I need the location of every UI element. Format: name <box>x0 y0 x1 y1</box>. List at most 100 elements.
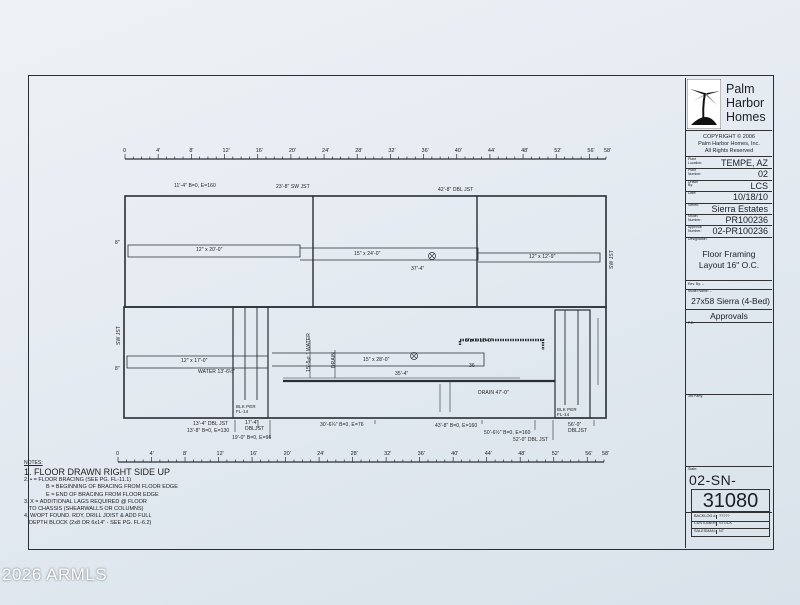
ruler-label: 12' <box>217 451 224 457</box>
note-item: 4. W/OPT FOUND. RDY, DRILL JOIST & ADD F… <box>24 513 152 520</box>
watermark: 2026 ARMLS <box>2 565 108 584</box>
ruler-label: 52' <box>554 148 561 154</box>
note-item: TO CHASSIS (SHEARWALLS OR COLUMNS) <box>29 506 144 513</box>
title-field: BACKLOG #????? <box>691 512 770 522</box>
title-field: Date:10/18/10 <box>686 191 772 204</box>
field-label: State: <box>688 467 698 471</box>
ruler-label: 48' <box>518 451 525 457</box>
field-value: Sierra Estates <box>711 203 768 214</box>
serial-number: 31080 <box>691 489 770 512</box>
note-item: 3. X = ADDITIONAL LAGS REQUIRED @ FLOOR <box>24 498 147 505</box>
dim-label: 52'-0" DBL JST <box>513 437 549 443</box>
field-value: PR100236 <box>725 215 768 225</box>
bottom-ruler <box>117 457 605 463</box>
field-label: CUSTOMER: <box>694 521 717 525</box>
dim-label: 36 <box>469 363 475 369</box>
title-field: CUSTOMER:STOCK <box>691 520 770 529</box>
model-name-field: Model Name: – 27x58 Sierra (4-Bed) <box>686 289 772 310</box>
palm-tree-logo-icon <box>687 79 721 129</box>
ruler-label: 58' <box>602 451 609 457</box>
beam-4 <box>126 355 269 369</box>
dim-label: 13'-4" DBL JST <box>193 421 229 427</box>
ruler-label: 8' <box>183 451 187 457</box>
serial-prefix: 02-SN- <box>689 472 737 488</box>
title-field: Drawn By:LCS <box>686 180 772 193</box>
field-value: 10/18/10 <box>732 192 768 203</box>
ruler-label: 32' <box>388 148 395 154</box>
model-name-value: 27x58 Sierra (4-Bed) <box>691 296 770 306</box>
ruler-label: 56' <box>585 451 592 457</box>
serial-field: State: 02-SN- 31080 <box>686 466 772 513</box>
field-value: NT <box>716 529 724 534</box>
ruler-label: 44' <box>488 148 495 154</box>
title-field: Approval Number: 02-PR100236 <box>686 225 772 238</box>
title-field: SALESMAN:NT <box>691 528 770 537</box>
dim-label: 37'-4" <box>411 266 425 272</box>
dim-label: 17'-4" DBLJST <box>245 420 265 432</box>
dim-label: 11'-4" B=0, E=160 <box>174 183 216 189</box>
beam-label: 12" x 17'-0" <box>181 358 208 364</box>
column-marker <box>410 352 418 360</box>
ruler-label: 44' <box>485 451 492 457</box>
field-label: Plant Location: <box>688 157 703 165</box>
field-label: Model Name: – <box>688 289 712 293</box>
ruler-label: 52' <box>552 451 559 457</box>
dim-label: 13'-8" B=0, E=130 <box>187 428 230 434</box>
ruler-label: 16' <box>250 451 257 457</box>
dim-label: 19'-0" B=0, E=96 <box>232 435 272 441</box>
duct-label: 6"ø X 12'-0" <box>465 338 493 344</box>
field-label: SALESMAN: <box>694 529 716 533</box>
floor-outline-bottom <box>123 306 607 419</box>
beam-5 <box>272 352 485 367</box>
beam-label: 12" x 20'-0" <box>196 247 223 253</box>
field-value: 02-PR100236 <box>712 226 768 237</box>
field-value: 02 <box>757 169 768 180</box>
company-name-line: Harbor <box>726 96 765 110</box>
field-label: BACKLOG # <box>694 514 716 518</box>
company-name-line: Palm <box>726 82 755 96</box>
stair-chase-right <box>554 309 591 419</box>
duct-run <box>458 338 545 350</box>
ruler-label: 24' <box>322 148 329 154</box>
title-field: Plant Number:02 <box>686 168 772 181</box>
ruler-label: 4' <box>150 451 154 457</box>
drain-label: DRAIN 47'-0" <box>478 390 509 396</box>
ruler-label: 24' <box>317 451 324 457</box>
field-value: LCS <box>750 180 768 191</box>
company-name: Palm Harbor Homes <box>726 82 766 124</box>
ruler-label: 20' <box>289 148 296 154</box>
block-note: BLK PER FL-14 <box>236 404 256 414</box>
note-item: 1. FLOOR DRAWN RIGHT SIDE UP <box>24 467 171 478</box>
block-note: BLK PER FL-14 <box>557 407 577 417</box>
copyright: COPYRIGHT © 2006 Palm Harbor Homes, Inc.… <box>686 130 772 157</box>
field-value: STOCK <box>716 521 732 526</box>
dim-label: 23'-8" SW JST <box>276 184 310 190</box>
dim-label: 30'-6¼" B=0, E=76 <box>320 422 364 428</box>
ruler-label: 36' <box>422 148 429 154</box>
ruler-label: 8' <box>189 148 193 154</box>
field-label: Approval Number: <box>688 225 702 233</box>
ruler-label: 58' <box>604 148 611 154</box>
ruler-label: 40' <box>455 148 462 154</box>
ruler-label: 40' <box>451 451 458 457</box>
drain-label: DRAIN <box>331 352 337 369</box>
field-label: Model Number: <box>688 214 702 222</box>
dim-label: 43'-8" B=0, E=160 <box>435 423 478 429</box>
note-item: DEPTH BLOCK (2x8 OR 6x14" - SEE PG. FL-6… <box>29 520 152 527</box>
designation-line: Layout 16" O.C. <box>698 260 760 270</box>
title-block: Palm Harbor Homes COPYRIGHT © 2006 Palm … <box>685 78 773 548</box>
water-label: WATER 13'-6½" <box>198 369 236 375</box>
ruler-label: 32' <box>384 451 391 457</box>
designation-field: Designation: Floor Framing Layout 16" O.… <box>686 237 772 281</box>
note-item: B = BEGINNING OF BRACING FROM FLOOR EDGE <box>46 484 178 491</box>
field-label: Series: <box>688 202 699 207</box>
offset-label: 8" <box>115 240 120 246</box>
field-value: TEMPE, AZ <box>720 158 768 168</box>
copyright-line: All Rights Reserved <box>704 148 754 154</box>
beam-label: 15" x 24'-0" <box>354 251 381 257</box>
designation-line: Floor Framing <box>702 249 756 259</box>
third-party-field: 3rd Party: <box>686 394 772 467</box>
notes-block: NOTES: 1. FLOOR DRAWN RIGHT SIDE UP 2. ▪… <box>24 460 178 528</box>
